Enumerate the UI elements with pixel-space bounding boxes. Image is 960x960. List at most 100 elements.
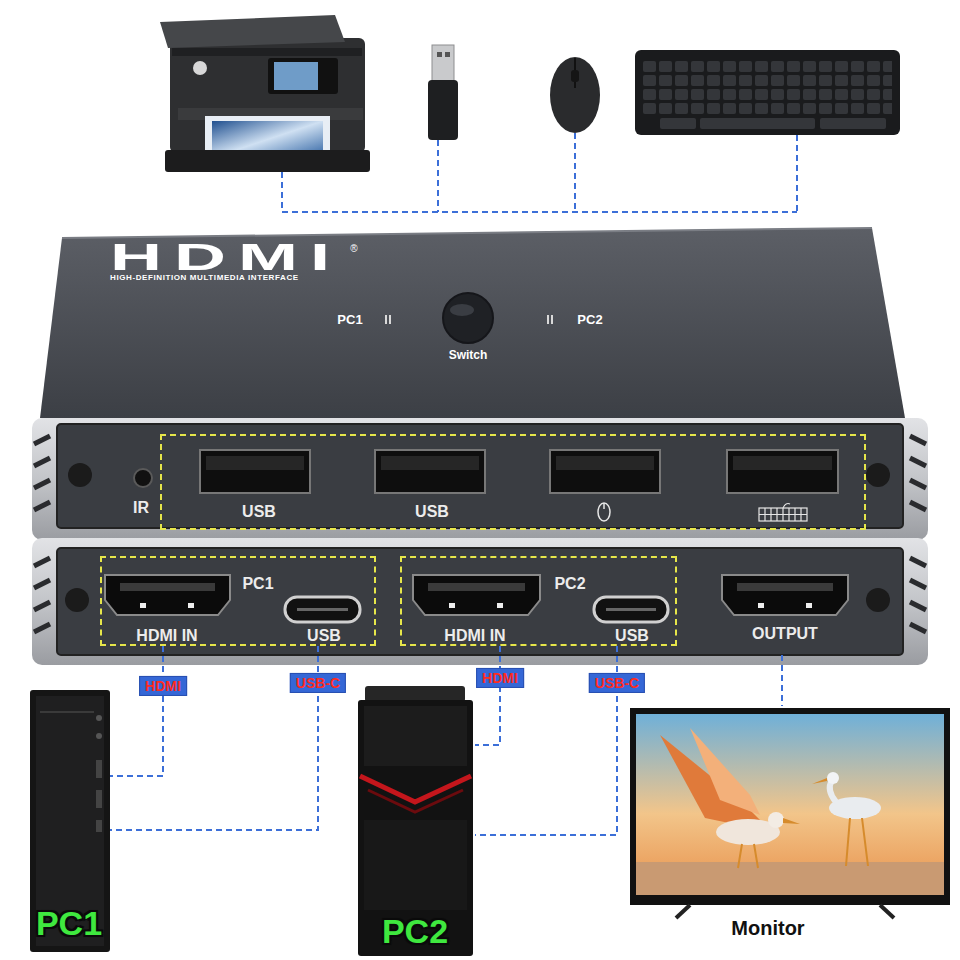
- usb-a-port: [733, 456, 832, 470]
- printer: [160, 15, 345, 48]
- usb-c-port: [285, 597, 360, 622]
- monitor-illustration: [690, 728, 760, 815]
- pc-tower: PC1: [28, 688, 110, 953]
- keyboard: [700, 118, 815, 129]
- port-label: OUTPUT: [752, 625, 818, 643]
- device-name: Monitor: [731, 917, 804, 939]
- hdmi-port: [140, 603, 146, 608]
- video-port-panel: OUTPUT PC1HDMI INUSB PC2HDMI IN USB: [55, 548, 905, 655]
- port-label: IR: [133, 499, 149, 517]
- monitor-illustration: [862, 818, 868, 866]
- brand-subtitle: HIGH-DEFINITION MULTIMEDIA INTERFACE: [110, 274, 299, 283]
- gaming-tower-illustration: [364, 820, 467, 910]
- hdmi-port: [120, 583, 215, 591]
- monitor-illustration: [630, 708, 950, 905]
- switch-housing: [134, 469, 152, 487]
- mouse-icon: [603, 503, 605, 509]
- switch-housing: [34, 480, 50, 488]
- pc-tower: PC2: [355, 686, 475, 958]
- monitor-illustration: [636, 714, 944, 895]
- usb-port-panel: IR USBUSB: [55, 422, 905, 528]
- usb-a-port: [556, 456, 654, 470]
- hdmi-port: [449, 603, 455, 608]
- switch-housing: [34, 436, 50, 444]
- pc1-port-group: PC1HDMI INUSB: [100, 556, 376, 646]
- pc-tower-illustration: [96, 790, 102, 808]
- monitor-illustration: [630, 708, 950, 918]
- led-label: PC2: [577, 313, 602, 327]
- monitor: Monitor: [628, 706, 950, 944]
- device-name: PC1: [36, 905, 102, 942]
- switch-housing: [910, 624, 926, 632]
- mouse-icon: [598, 503, 610, 521]
- keyboard-icon: [782, 508, 783, 521]
- usb-a-port: [550, 450, 660, 493]
- switch-housing: [551, 315, 553, 324]
- cable-type-label: HDMI: [476, 668, 524, 688]
- printer: [193, 61, 207, 75]
- port-label: USB: [615, 627, 649, 645]
- monitor-illustration: [636, 862, 944, 895]
- peripheral-port-group: USBUSB: [160, 434, 866, 530]
- cable-type-label: USB-C: [290, 673, 346, 693]
- brand-logo: HDMI: [110, 240, 342, 276]
- led-label: PC1: [337, 313, 362, 327]
- keyboard-icon: [776, 508, 777, 521]
- port-label: HDMI IN: [444, 627, 505, 645]
- switch-housing: [910, 580, 926, 588]
- keyboard-icon: [788, 508, 789, 521]
- pc-tower-illustration: [30, 690, 110, 952]
- gaming-tower-illustration: [360, 776, 471, 802]
- monitor-illustration: [676, 905, 690, 918]
- peripheral-wires: [282, 172, 797, 212]
- switch-housing: [910, 602, 926, 610]
- cable-type-label: USB-C: [589, 673, 645, 693]
- port-label: USB: [415, 503, 449, 521]
- switch-housing: [385, 315, 387, 324]
- pc-tower-illustration: [96, 733, 102, 739]
- port-label: USB: [307, 627, 341, 645]
- hdmi-port: [758, 603, 764, 608]
- keyboard: [820, 118, 886, 129]
- cable-connector: [110, 646, 318, 830]
- hdmi-port: [428, 583, 525, 591]
- switch-housing: [910, 480, 926, 488]
- hdmi-port: [413, 575, 540, 615]
- switch-housing: [62, 228, 872, 238]
- peripheral-wires: [282, 133, 797, 212]
- switch-housing: [866, 588, 890, 612]
- usb-drive: [432, 45, 454, 83]
- mouse-icon: [598, 503, 610, 521]
- cable-connector: [475, 646, 500, 745]
- monitor-illustration: [768, 812, 784, 828]
- switch-housing: [34, 624, 50, 632]
- usb-a-port: [200, 450, 310, 493]
- usb-drive: [437, 52, 442, 57]
- button-label: Switch: [449, 349, 488, 362]
- switch-housing: [57, 548, 903, 655]
- pc-tower-illustration: [96, 820, 102, 832]
- usb-a-port: [200, 450, 838, 493]
- hdmi-port: [737, 583, 833, 591]
- switch-housing: [450, 304, 474, 316]
- mouse: [550, 57, 600, 133]
- switch-housing: [34, 602, 50, 610]
- hdmi-port: [497, 603, 503, 608]
- keyboard-icon: [800, 508, 801, 521]
- switch-housing: [389, 315, 391, 324]
- cable-connector: [781, 655, 783, 706]
- monitor-illustration: [738, 844, 742, 868]
- keyboard-icon: [759, 504, 807, 522]
- switch-housing: [910, 558, 926, 566]
- trademark-sign: ®: [350, 243, 357, 254]
- group-label: PC2: [554, 575, 585, 593]
- pc-tower-illustration: [40, 711, 94, 713]
- usb-c-port: [285, 597, 668, 622]
- monitor-illustration: [827, 772, 839, 784]
- pc-tower-illustration: [96, 760, 102, 778]
- usb-c-port: [594, 597, 668, 622]
- switch-housing: [34, 458, 50, 466]
- pc-tower-illustration: [96, 715, 102, 721]
